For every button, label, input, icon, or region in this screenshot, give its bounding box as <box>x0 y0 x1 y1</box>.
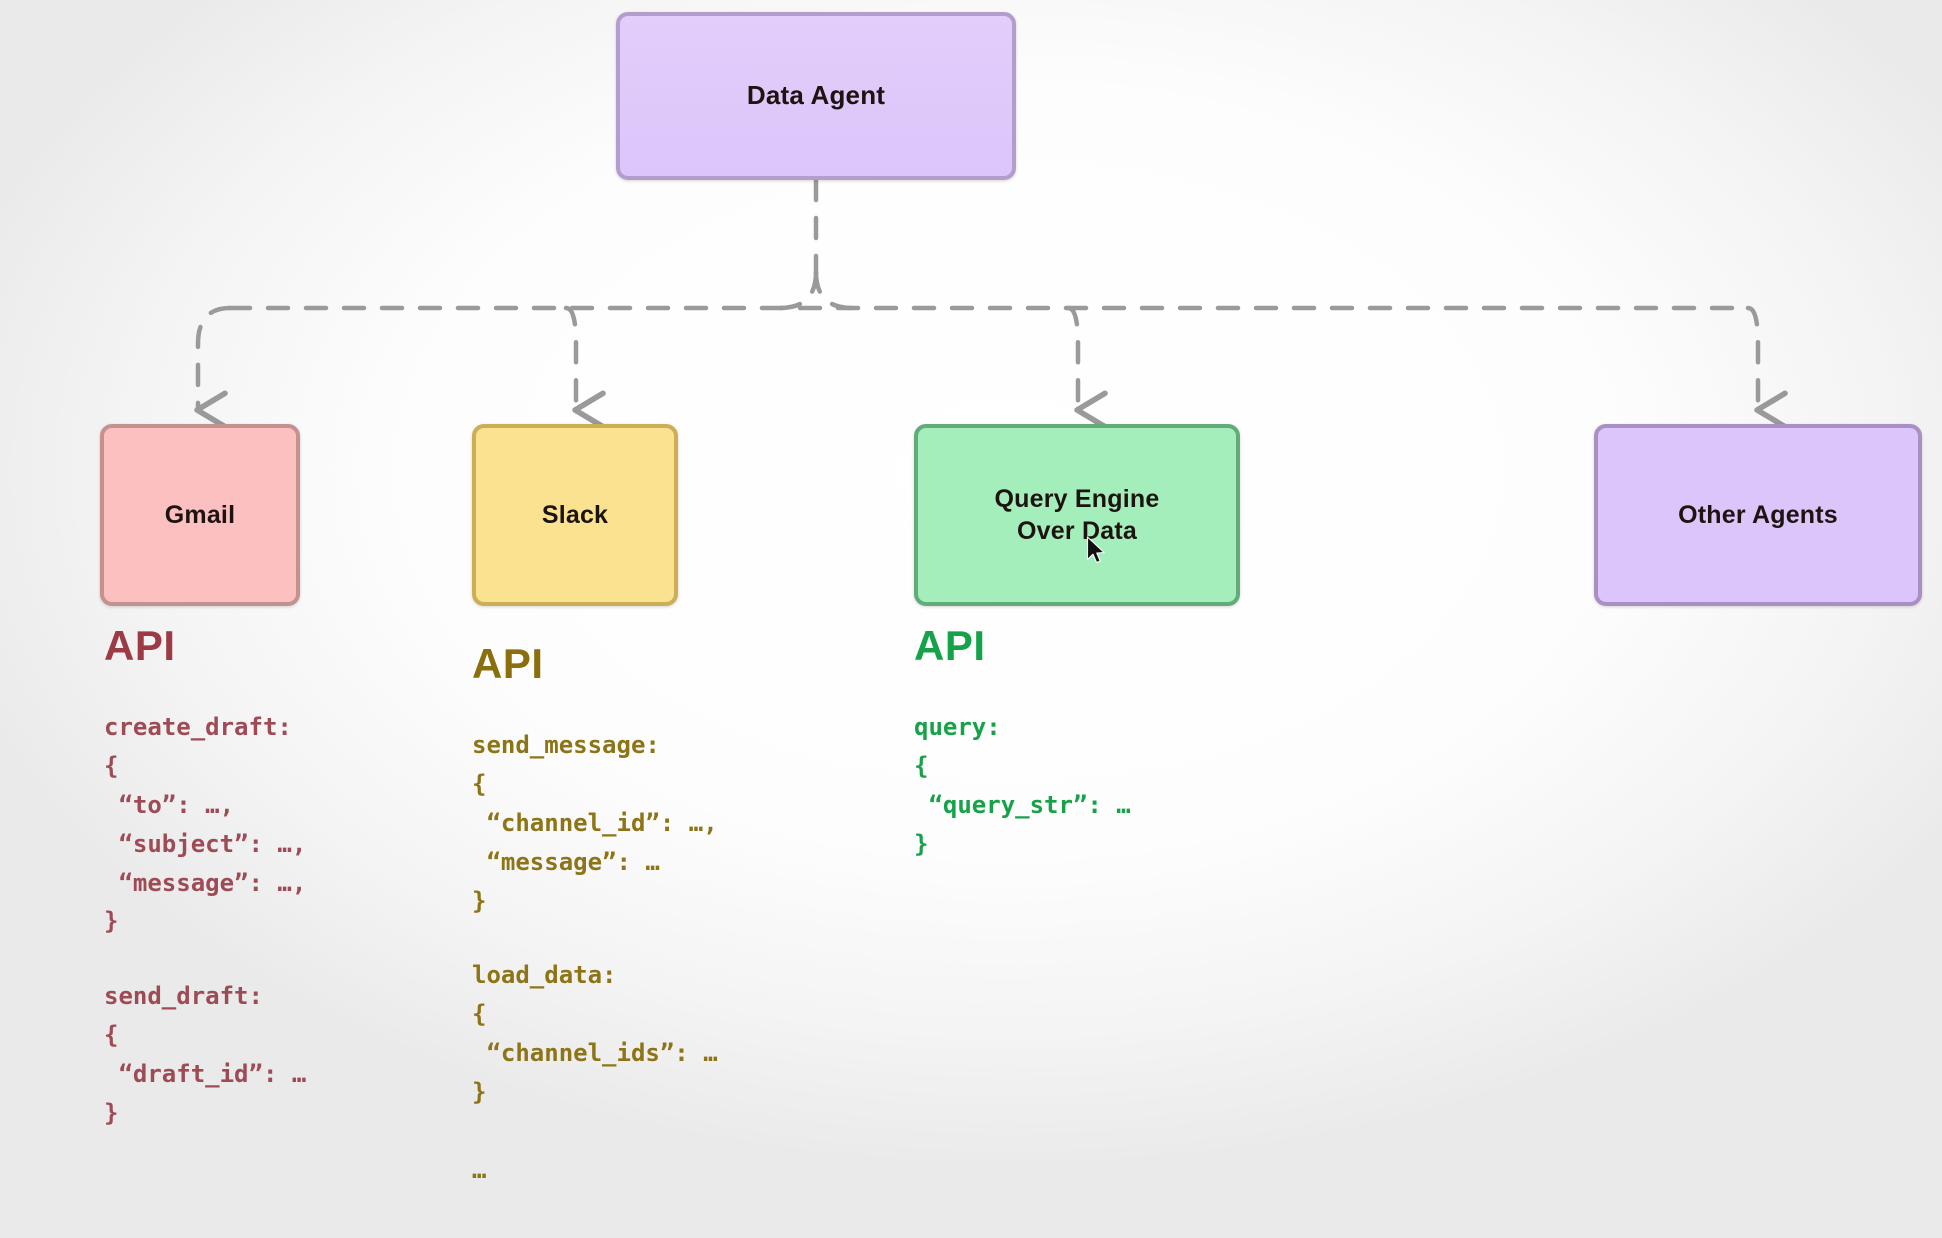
node-slack-label: Slack <box>541 501 609 529</box>
node-other-agents-label: Other Agents <box>1678 501 1838 529</box>
api-signature-load-data: load_data: { “channel_ids”: … } … <box>472 961 718 1184</box>
api-column-gmail: API create_draft: { “to”: …, “subject”: … <box>104 622 306 1133</box>
api-signature-create-draft: create_draft: { “to”: …, “subject”: …, “… <box>104 713 307 936</box>
node-query-engine-label: Query Engine Over Data <box>994 485 1160 545</box>
spacer <box>914 670 1131 708</box>
node-data-agent[interactable]: Data Agent <box>616 12 1016 180</box>
api-heading-slack: API <box>472 640 544 687</box>
node-query-engine[interactable]: Query Engine Over Data <box>914 424 1240 606</box>
api-column-query-engine: API query: { “query_str”: … } <box>914 622 1131 864</box>
node-gmail[interactable]: Gmail <box>100 424 300 606</box>
api-heading-gmail: API <box>104 622 176 669</box>
api-signature-query: query: { “query_str”: … } <box>914 713 1131 858</box>
node-other-agents[interactable]: Other Agents <box>1594 424 1922 606</box>
node-data-agent-label: Data Agent <box>746 80 886 111</box>
api-heading-query-engine: API <box>914 622 986 669</box>
node-gmail-label: Gmail <box>164 501 236 529</box>
spacer <box>104 670 306 708</box>
api-signature-send-draft: send_draft: { “draft_id”: … } <box>104 982 307 1127</box>
node-slack[interactable]: Slack <box>472 424 678 606</box>
api-signature-send-message: send_message: { “channel_id”: …, “messag… <box>472 731 718 915</box>
api-column-slack: API send_message: { “channel_id”: …, “me… <box>472 640 718 1190</box>
spacer <box>472 688 718 726</box>
